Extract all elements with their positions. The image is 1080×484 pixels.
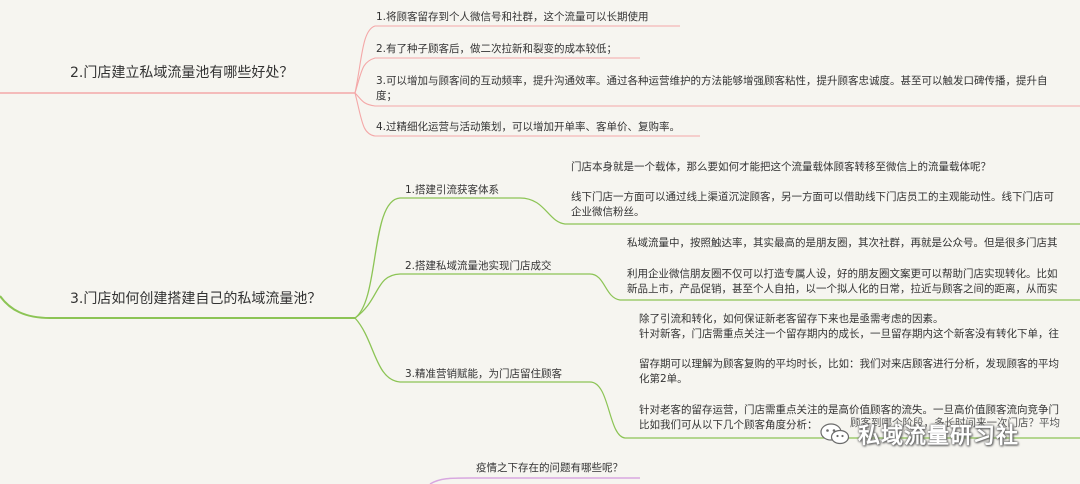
- topic-3-branch-3: 3.精准营销赋能，为门店留住顾客: [405, 368, 563, 380]
- topic-2-item-1: 1.将顾客留存到个人微信号和社群，这个流量可以长期使用: [376, 11, 649, 23]
- branch-2-line-3: 新品上市，产品促销，甚至个人自拍，以一个拟人化的日常，拉近与顾客之间的距离，从而…: [627, 283, 1058, 295]
- branch-3-line-1: 除了引流和转化，如何保证新老客留存下来也是亟需考虑的因素。: [639, 313, 944, 325]
- branch-2-line-2: 利用企业微信朋友圈不仅可以打造专属人设，好的朋友圈文案更可以帮助门店实现转化。比…: [627, 268, 1058, 280]
- branch-1-line-2: 线下门店一方面可以通过线上渠道沉淀顾客，另一方面可以借助线下门店员工的主观能动性…: [571, 191, 1054, 203]
- connector-t3-b3: [354, 317, 590, 383]
- topic-4-title: 疫情之下存在的问题有哪些呢？: [476, 462, 623, 474]
- topic-2-item-3: 3.可以增加与顾客间的互动频率，提升沟通效率。通过各种运营维护的方法能够增强顾客…: [376, 75, 1048, 87]
- topic-3-title: 3.门店如何创建搭建自己的私域流量池？: [70, 291, 322, 307]
- branch-3-line-6: 比如我们可从以下几个顾客角度分析：: [639, 419, 818, 431]
- connector-t3-b2-leaf: [589, 273, 1080, 301]
- connector-t3-b2: [354, 273, 590, 319]
- branch-3-line-5: 针对老客的留存运营，门店需重点关注的是高价值顾客的流失。一旦高价值顾客流向竞争门: [639, 404, 1059, 416]
- wechat-icon: [820, 423, 850, 445]
- topic-2-item-3-cont: 度；: [376, 90, 397, 102]
- branch-2-line-1: 私域流量中，按照触达率，其实最高的是朋友圈，其次社群，再就是公众号。但是很多门店…: [627, 237, 1058, 249]
- branch-3-line-4: 化第2单。: [639, 373, 688, 385]
- branch-1-line-1: 门店本身就是一个载体，那么要如何才能把这个流量载体顾客转移至微信上的流量载体呢？: [571, 161, 991, 173]
- connector-t2-item1: [354, 25, 680, 94]
- topic-3-branch-1: 1.搭建引流获客体系: [405, 184, 500, 196]
- branch-3-line-2: 针对新客，门店需重点关注一个留存期内的成长，一旦留存期内这个新客没有转化下单，往: [639, 328, 1059, 340]
- connector-t2-item2: [354, 57, 640, 94]
- connector-t3-b1-leaf: [519, 197, 1080, 225]
- topic-2-item-2: 2.有了种子顾客后，做二次拉新和裂变的成本较低；: [376, 43, 618, 55]
- connector-t3-root: [0, 295, 355, 319]
- branch-1-line-3: 企业微信粉丝。: [571, 206, 645, 218]
- topic-2-item-4: 4.过精细化运营与活动策划，可以增加开单率、客单价、复购率。: [376, 121, 681, 133]
- watermark: 私域流量研习社: [820, 418, 1019, 450]
- connector-t2-item4: [354, 92, 700, 137]
- connector-t2-item3: [354, 92, 1080, 107]
- topic-2-title: 2.门店建立私域流量池有哪些好处？: [70, 65, 294, 81]
- topic-3-branch-2: 2.搭建私域流量池实现门店成交: [405, 260, 552, 272]
- connector-t3-b3-leaf: [589, 381, 1080, 439]
- connector-t3-b1: [354, 197, 520, 319]
- connector-t4: [429, 477, 640, 484]
- branch-3-line-6-tail: 顾客到哪个阶段，多长时间来一次门店？平均: [850, 417, 1060, 429]
- branch-3-line-3: 留存期可以理解为顾客复购的平均时长，比如：我们对来店顾客进行分析，发现顾客的平均: [639, 358, 1059, 370]
- watermark-text: 私域流量研习社: [858, 424, 1020, 449]
